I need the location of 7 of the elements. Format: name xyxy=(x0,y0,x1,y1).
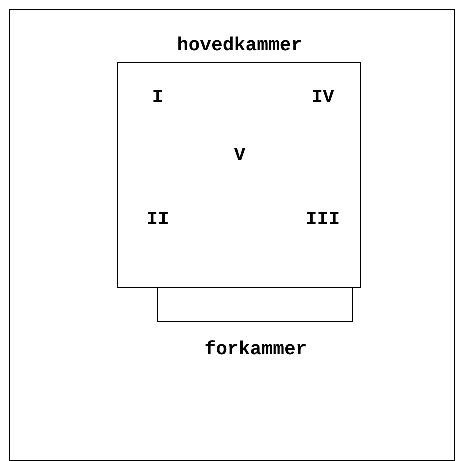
section-numeral: IV xyxy=(312,88,334,108)
chamber-label: forkammer xyxy=(204,340,308,360)
chamber-heading: hovedkammer xyxy=(177,36,303,56)
section-numeral: I xyxy=(152,88,164,108)
section-numeral: V xyxy=(234,146,246,166)
section-numeral: II xyxy=(146,210,170,230)
section-numeral: III xyxy=(306,210,340,230)
